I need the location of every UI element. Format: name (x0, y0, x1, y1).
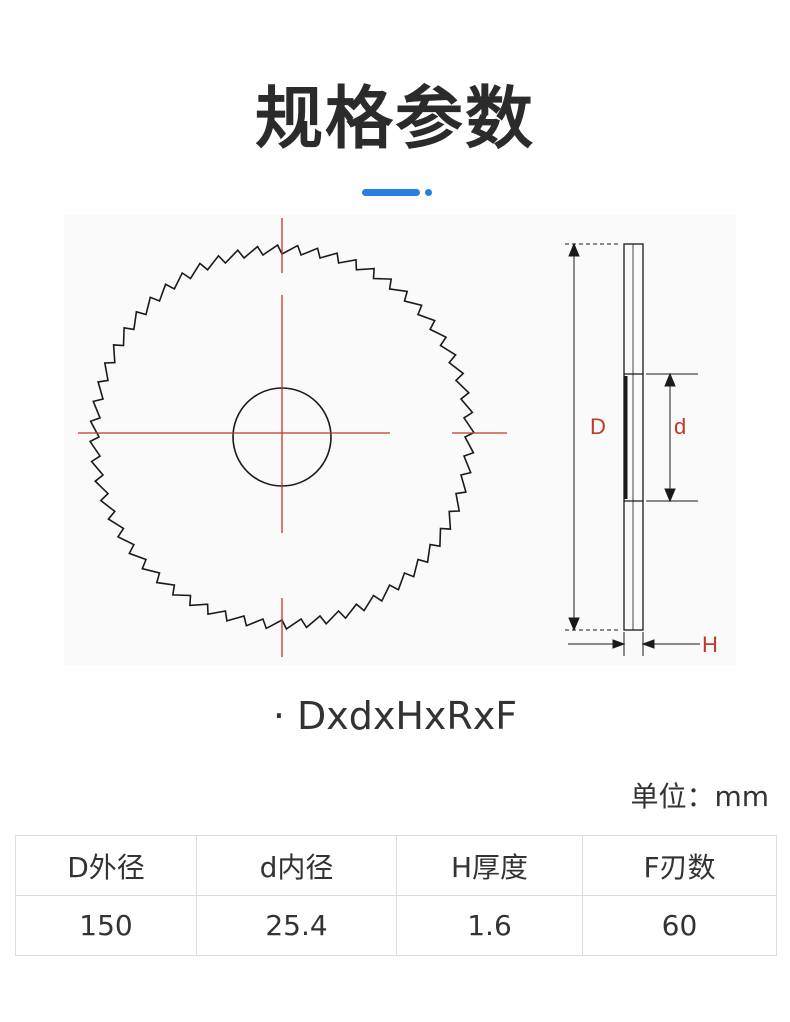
centre-lines (78, 218, 507, 657)
header-inner-diameter: d内径 (196, 835, 397, 896)
page-title: 规格参数 (254, 80, 535, 159)
table-header-row: D外径 d内径 H厚度 F刃数 (15, 835, 777, 896)
blade-teeth-outline (88, 243, 476, 631)
diagram-background (64, 214, 736, 666)
unit-label: 单位：mm (630, 780, 769, 813)
spec-table: D外径 d内径 H厚度 F刃数 150 25.4 1.6 60 (15, 835, 777, 956)
value-teeth-count: 60 (582, 895, 777, 956)
label-D: D (590, 414, 606, 439)
title-underline-dot (425, 189, 432, 196)
label-d: d (674, 414, 686, 439)
header-outer-diameter: D外径 (15, 835, 197, 896)
dimension-d (646, 372, 698, 503)
label-H: H (702, 632, 718, 657)
header-thickness: H厚度 (396, 835, 583, 896)
spec-formula: · DxdxHxRxF (272, 694, 518, 738)
dimension-H (568, 632, 700, 656)
side-view (623, 243, 644, 631)
title-underline (362, 189, 420, 196)
value-inner-diameter: 25.4 (196, 895, 397, 956)
value-thickness: 1.6 (396, 895, 583, 956)
table-row: 150 25.4 1.6 60 (15, 895, 777, 956)
dimension-D (565, 242, 621, 632)
value-outer-diameter: 150 (15, 895, 197, 956)
header-teeth-count: F刃数 (582, 835, 777, 896)
